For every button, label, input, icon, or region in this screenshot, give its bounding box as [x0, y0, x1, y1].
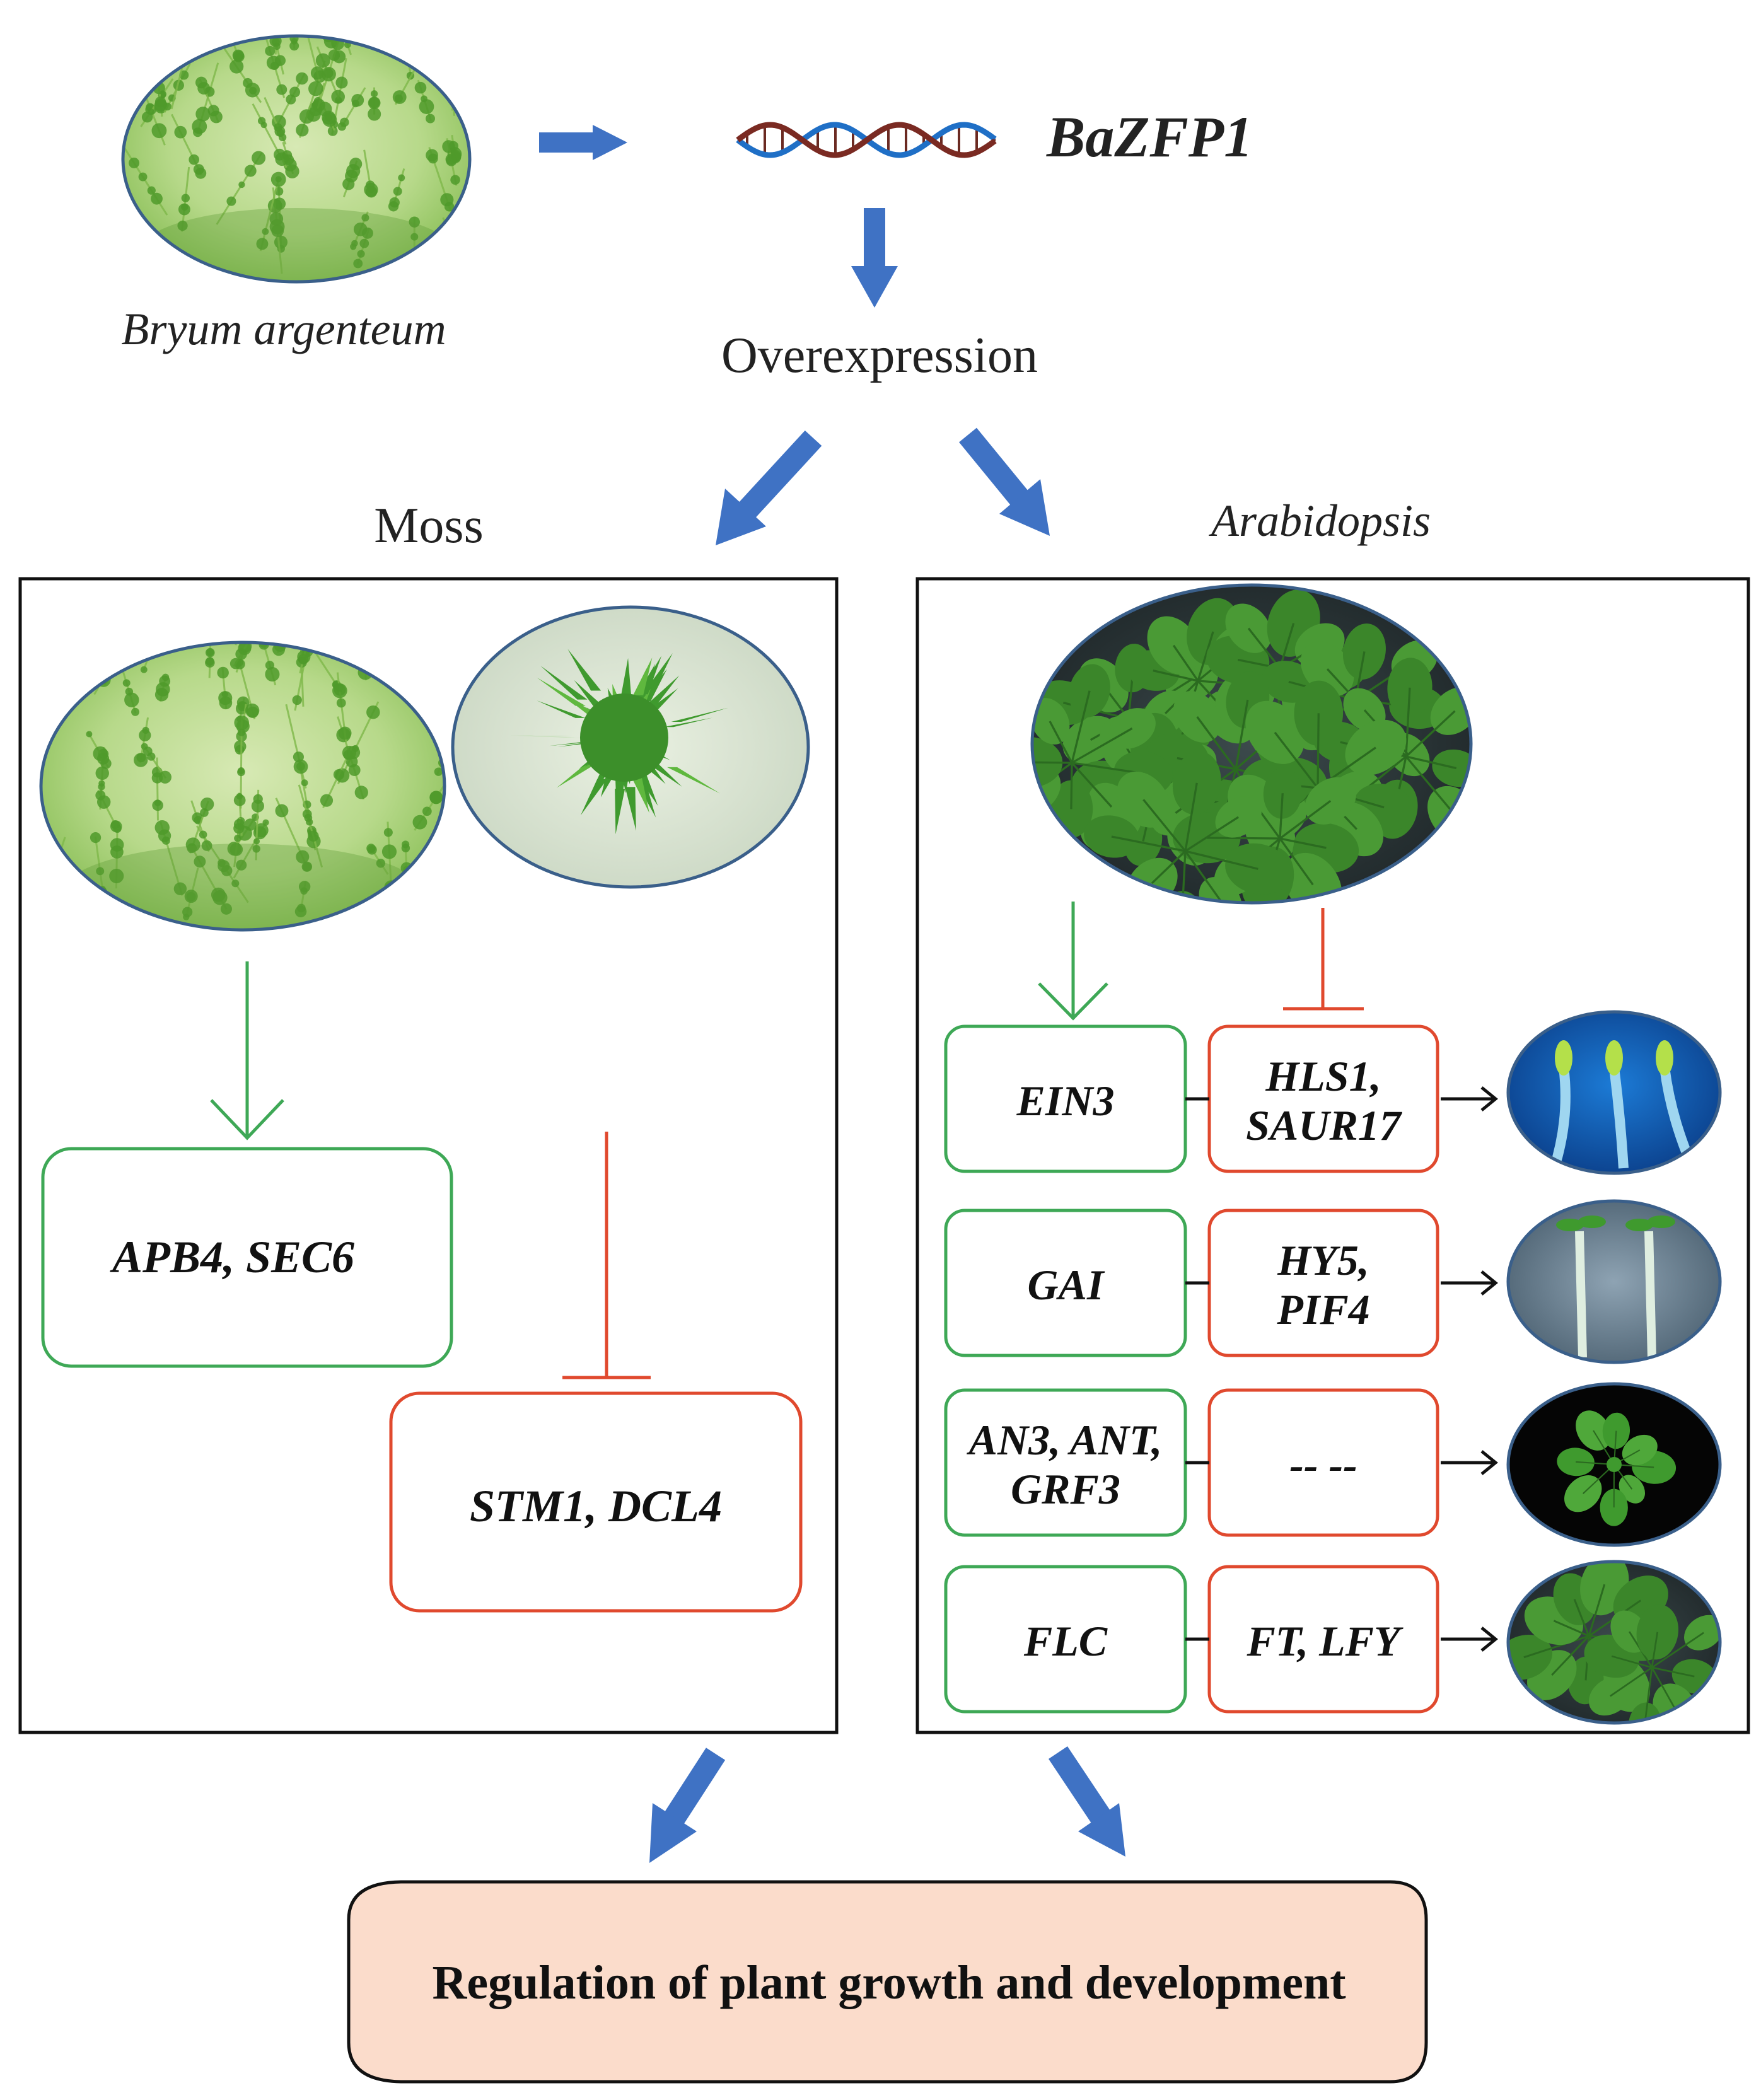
arrow-moss-to-conclusion	[649, 1748, 726, 1863]
moss-label: Moss	[374, 498, 483, 554]
moss-repress-bar	[562, 1132, 651, 1379]
moss-photo-protonema	[39, 641, 446, 932]
phenotype-photo-4	[1506, 1560, 1722, 1725]
arabidopsis-promote-arrow	[1038, 902, 1108, 1021]
promoted-gene-label: FLC	[1023, 1617, 1108, 1665]
gene-name: BaZFP1	[1046, 105, 1253, 169]
phenotype-arrow-head	[1480, 1086, 1498, 1111]
phenotype-arrow-head	[1480, 1270, 1498, 1296]
arrow-to-overexpression	[851, 208, 898, 308]
moss-promoted-genes-box	[41, 1147, 453, 1368]
moss-repressed-genes-box	[389, 1391, 803, 1613]
arabidopsis-repress-bar	[1283, 908, 1364, 1011]
repressed-gene-label: FT, LFY	[1246, 1617, 1404, 1665]
repressed-gene-label: -- --	[1289, 1441, 1357, 1488]
arrow-to-arabidopsis	[959, 427, 1050, 536]
arrow-to-moss	[716, 430, 822, 545]
promoted-gene-label: GRF3	[1011, 1465, 1120, 1513]
arabidopsis-label: Arabidopsis	[1209, 496, 1431, 546]
moss-promoted-genes: APB4, SEC6	[110, 1232, 354, 1282]
arrow-to-gene	[539, 125, 627, 160]
moss-photo-gametophore	[451, 605, 810, 889]
gene-row-2: GAI HY5,PIF4	[944, 1209, 1498, 1357]
gene-row-3: AN3, ANT,GRF3 -- --	[944, 1388, 1498, 1537]
arabidopsis-panel	[915, 577, 1750, 1734]
arrow-arabidopsis-to-conclusion	[1049, 1746, 1125, 1857]
phenotype-photo-1	[1506, 1010, 1722, 1175]
conclusion-text: Regulation of plant growth and developme…	[432, 1956, 1345, 2009]
promoted-gene-label: GAI	[1028, 1261, 1105, 1309]
species-label: Bryum argenteum	[121, 304, 446, 354]
moss-panel	[18, 577, 839, 1734]
dna-icon	[736, 122, 997, 158]
moss-promote-arrow	[210, 961, 284, 1140]
bryum-photo	[121, 34, 472, 284]
promoted-gene-label: EIN3	[1016, 1077, 1115, 1125]
process-label: Overexpression	[721, 328, 1038, 383]
repressed-gene-label: HLS1,	[1265, 1052, 1381, 1100]
repressed-gene-label: PIF4	[1276, 1285, 1369, 1333]
conclusion-box	[347, 1880, 1428, 2084]
promoted-gene-label: AN3, ANT,	[967, 1416, 1163, 1464]
arabidopsis-phenotype-photos	[1506, 1010, 1722, 1725]
phenotype-arrow-head	[1480, 1627, 1498, 1652]
phenotype-arrow-head	[1480, 1450, 1498, 1475]
gene-row-1: EIN3 HLS1,SAUR17	[944, 1024, 1498, 1173]
repressed-gene-label: SAUR17	[1246, 1101, 1403, 1149]
repressed-gene-label: HY5,	[1277, 1236, 1369, 1284]
gene-row-4: FLC FT, LFY	[944, 1565, 1498, 1714]
arabidopsis-rosette-photo	[1030, 583, 1473, 905]
phenotype-photo-3	[1506, 1382, 1722, 1547]
moss-repressed-genes: STM1, DCL4	[470, 1481, 722, 1531]
phenotype-photo-2	[1506, 1199, 1722, 1364]
